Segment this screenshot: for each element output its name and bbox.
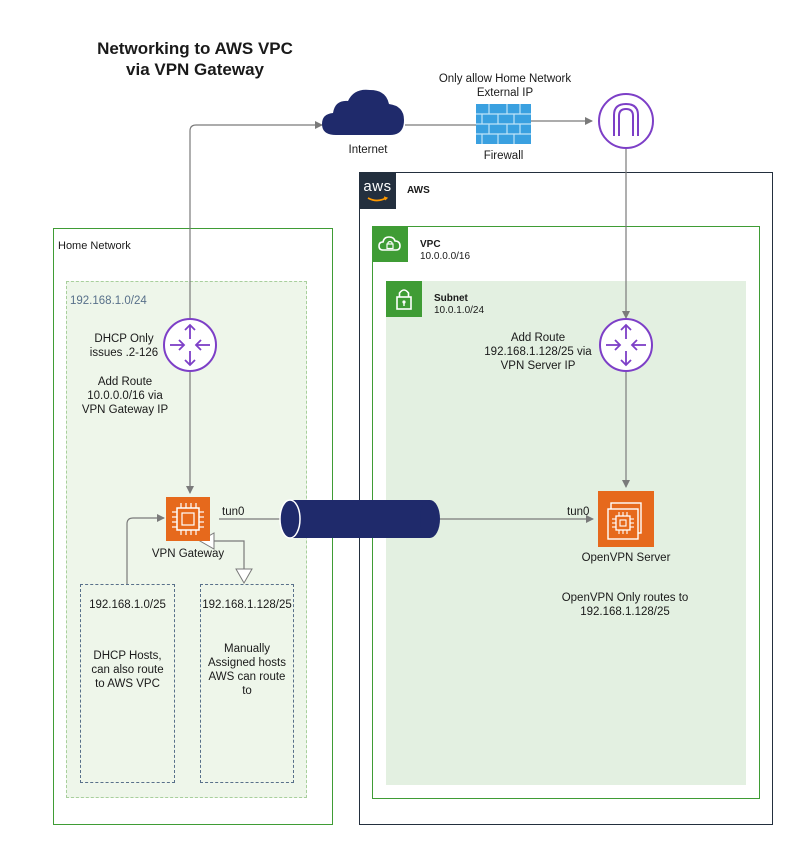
subnet-badge	[386, 281, 422, 317]
vpc-cloud-lock-icon	[378, 236, 401, 251]
diagram-title: Networking to AWS VPC via VPN Gateway	[60, 38, 330, 80]
firewall-icon	[476, 104, 531, 144]
home-route-note: Add Route 10.0.0.0/16 via VPN Gateway IP	[70, 375, 180, 417]
home-router-note-line-2: issues .2-126	[89, 347, 159, 359]
dhcp-hosts-line-1: DHCP Hosts,	[93, 650, 162, 662]
manual-hosts-box	[200, 584, 294, 783]
openvpn-tun-label: tun0	[567, 506, 590, 518]
openvpn-server-ec2-icon	[598, 491, 654, 547]
vpc-cidr: 10.0.0.0/16	[420, 251, 471, 262]
openvpn-note: OpenVPN Only routes to 192.168.1.128/25	[530, 591, 720, 619]
manual-hosts-link-line	[214, 540, 245, 572]
vpc-badge	[372, 226, 408, 262]
aws-route-line-2: 192.168.1.128/25 via	[484, 346, 592, 358]
openvpn-note-line-1: OpenVPN Only routes to	[561, 592, 689, 604]
dhcp-hosts-text: DHCP Hosts, can also route to AWS VPC	[80, 649, 175, 691]
aws-logo: aws	[359, 172, 396, 209]
manual-hosts-arrowhead-down	[235, 568, 253, 585]
dhcp-hosts-box	[80, 584, 175, 783]
aws-route-line-3: VPN Server IP	[500, 360, 576, 372]
manual-hosts-cidr: 192.168.1.128/25	[202, 599, 292, 611]
subnet-label: Subnet	[434, 293, 468, 304]
title-line-1: Networking to AWS VPC	[97, 39, 293, 58]
vpn-tunnel-icon	[279, 499, 440, 539]
subnet-lock-icon	[396, 289, 412, 310]
firewall-label: Firewall	[483, 150, 524, 162]
openvpn-server-label: OpenVPN Server	[581, 552, 671, 564]
internet-gateway-icon	[598, 93, 654, 149]
internet-cloud-icon	[322, 89, 404, 135]
home-router-icon	[163, 318, 217, 372]
aws-smile-icon	[367, 196, 389, 202]
home-router-note-line-1: DHCP Only	[94, 333, 154, 345]
manual-hosts-line-2: Assigned hosts	[208, 657, 286, 669]
dhcp-hosts-line-2: can also route	[91, 664, 164, 676]
home-router-note: DHCP Only issues .2-126	[80, 332, 168, 360]
subnet-info: Subnet 10.0.1.0/24	[434, 293, 484, 317]
aws-logo-text: aws	[363, 178, 392, 195]
home-lan-cidr: 192.168.1.0/24	[70, 295, 147, 307]
firewall-note-line-1: Only allow Home Network	[438, 73, 572, 85]
dhcp-hosts-cidr: 192.168.1.0/25	[89, 599, 166, 611]
vpn-gateway-ec2-icon	[166, 497, 210, 541]
title-line-2: via VPN Gateway	[126, 60, 264, 79]
dhcp-hosts-line-3: to AWS VPC	[95, 678, 160, 690]
subnet-group	[386, 281, 746, 785]
home-network-label: Home Network	[58, 240, 131, 252]
manual-hosts-text: Manually Assigned hosts AWS can route to	[200, 642, 294, 698]
home-route-line-1: Add Route	[97, 376, 153, 388]
subnet-cidr: 10.0.1.0/24	[434, 305, 485, 316]
aws-cloud-group	[359, 172, 773, 825]
vpn-gateway-tun-label: tun0	[222, 506, 245, 518]
dhcp-to-vpn-gateway-line	[126, 514, 165, 584]
aws-route-line-1: Add Route	[510, 332, 566, 344]
manual-hosts-line-1: Manually	[223, 643, 271, 655]
aws-label: AWS	[407, 185, 430, 196]
aws-route-note: Add Route 192.168.1.128/25 via VPN Serve…	[478, 331, 598, 373]
vpc-label: VPC	[420, 239, 441, 250]
home-route-line-3: VPN Gateway IP	[81, 404, 169, 416]
firewall-note-line-2: External IP	[476, 87, 534, 99]
manual-hosts-line-4: to	[242, 685, 252, 697]
internet-label: Internet	[348, 144, 388, 156]
openvpn-note-line-2: 192.168.1.128/25	[580, 606, 670, 618]
aws-router-icon	[599, 318, 653, 372]
home-to-internet-line	[189, 121, 323, 318]
vpc-info: VPC 10.0.0.0/16	[420, 239, 470, 263]
manual-hosts-line-3: AWS can route	[208, 671, 286, 683]
firewall-note: Only allow Home Network External IP	[420, 72, 590, 100]
vpn-gateway-label: VPN Gateway	[151, 548, 225, 560]
home-route-line-2: 10.0.0.0/16 via	[87, 390, 163, 402]
